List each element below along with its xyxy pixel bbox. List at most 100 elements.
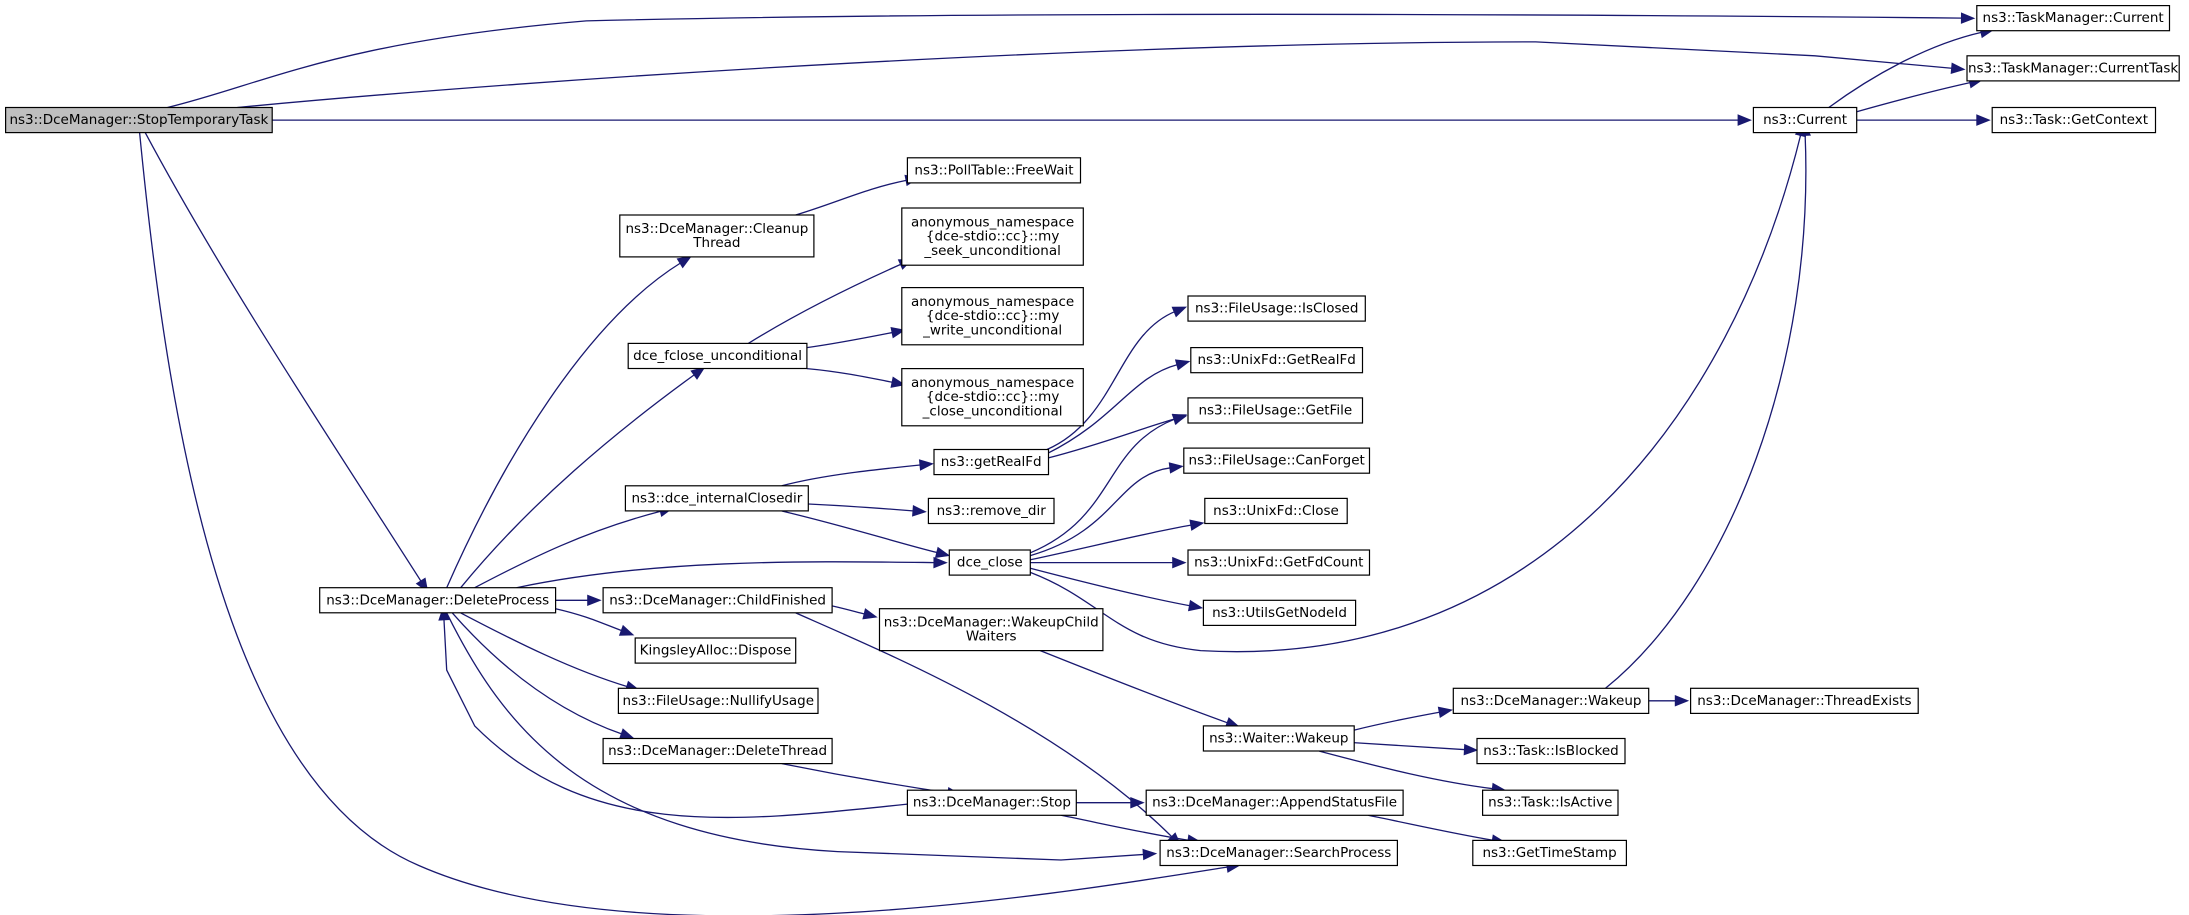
edge-line <box>1856 81 1972 113</box>
arrowhead-icon <box>1172 556 1187 569</box>
edge-line <box>1030 418 1176 554</box>
node-current[interactable]: ns3::Current <box>1752 106 1858 134</box>
node-box <box>1145 789 1404 816</box>
node-label: ns3::DceManager::Wakeup <box>1461 693 1642 709</box>
node-box <box>602 737 833 765</box>
edge-layer <box>138 12 1995 915</box>
edge-fcloseuncond-to-writeuncond <box>806 326 906 349</box>
node-childfinished[interactable]: ns3::DceManager::ChildFinished <box>602 587 833 614</box>
arrowhead-icon <box>1130 796 1145 809</box>
node-tmcurrent[interactable]: ns3::TaskManager::Current <box>1976 4 2171 32</box>
node-threadexists[interactable]: ns3::DceManager::ThreadExists <box>1689 687 1919 714</box>
node-fcloseuncond[interactable]: dce_fclose_unconditional <box>627 342 808 370</box>
node-dcewakeup[interactable]: ns3::DceManager::Wakeup <box>1452 687 1650 714</box>
node-isblocked[interactable]: ns3::Task::IsBlocked <box>1476 737 1626 765</box>
node-freewait[interactable]: ns3::PollTable::FreeWait <box>906 157 1082 184</box>
node-label: ns3::FileUsage::IsClosed <box>1195 301 1358 317</box>
node-deletethread[interactable]: ns3::DceManager::DeleteThread <box>602 737 833 765</box>
node-utilsgetnodeid[interactable]: ns3::UtilsGetNodeId <box>1202 599 1357 626</box>
edge-line <box>808 503 915 512</box>
node-label: Waiters <box>966 629 1017 645</box>
edge-stoptemp-to-deleteprocess <box>144 132 429 593</box>
node-getfdcount[interactable]: ns3::UnixFd::GetFdCount <box>1187 549 1371 576</box>
edge-line <box>1030 524 1193 561</box>
edge-line <box>555 608 623 632</box>
edge-line <box>1030 467 1172 557</box>
node-unixclose[interactable]: ns3::UnixFd::Close <box>1204 497 1348 525</box>
node-kingsley[interactable]: KingsleyAlloc::Dispose <box>634 637 797 664</box>
edge-internalclosedir-to-dceclose <box>781 510 951 558</box>
node-removedir[interactable]: ns3::remove_dir <box>927 497 1055 525</box>
node-label: _close_unconditional <box>922 403 1063 419</box>
node-isclosed[interactable]: ns3::FileUsage::IsClosed <box>1187 295 1366 322</box>
node-isactive[interactable]: ns3::Task::IsActive <box>1481 789 1619 816</box>
node-label: ns3::DceManager::ChildFinished <box>609 592 826 608</box>
node-box <box>1689 687 1919 714</box>
node-getcontext[interactable]: ns3::Task::GetContext <box>1991 106 2157 134</box>
edge-line <box>167 13 1963 109</box>
node-deleteprocess[interactable]: ns3::DceManager::DeleteProcess <box>319 587 557 614</box>
arrowhead-icon <box>1437 706 1454 719</box>
edge-stop-to-appendstatus <box>1076 796 1145 809</box>
edge-dceclose-to-getfdcount <box>1030 556 1187 569</box>
edge-line <box>138 132 1229 915</box>
node-label: ns3::UnixFd::GetRealFd <box>1198 352 1356 368</box>
node-label: ns3::getRealFd <box>941 454 1042 470</box>
edge-line <box>1030 133 1802 653</box>
node-box <box>1183 447 1371 474</box>
node-waiterwakeup[interactable]: ns3::Waiter::Wakeup <box>1202 725 1355 752</box>
edge-line <box>781 464 922 487</box>
node-box <box>619 214 815 258</box>
arrowhead-icon <box>862 608 878 620</box>
node-label: dce_fclose_unconditional <box>633 348 802 364</box>
node-closeuncond[interactable]: anonymous_namespace{dce-stdio::cc}::my_c… <box>901 368 1084 427</box>
node-dceclose[interactable]: dce_close <box>948 549 1031 576</box>
node-gettimestamp[interactable]: ns3::GetTimeStamp <box>1472 839 1628 867</box>
node-appendstatus[interactable]: ns3::DceManager::AppendStatusFile <box>1145 789 1404 816</box>
node-box <box>1976 4 2171 32</box>
node-label: ns3::Waiter::Wakeup <box>1209 731 1348 747</box>
edge-dceclose-to-utilsgetnodeid <box>1030 567 1204 612</box>
node-searchprocess[interactable]: ns3::DceManager::SearchProcess <box>1159 839 1398 867</box>
node-stoptemp[interactable]: ns3::DceManager::StopTemporaryTask <box>4 106 273 134</box>
node-unixgetrealfd[interactable]: ns3::UnixFd::GetRealFd <box>1190 347 1364 374</box>
arrowhead-icon <box>1171 414 1188 425</box>
edge-fcloseuncond-to-closeuncond <box>806 367 906 388</box>
edge-line <box>516 561 936 589</box>
arrowhead-icon <box>934 546 951 558</box>
node-getrealfd[interactable]: ns3::getRealFd <box>933 448 1050 476</box>
node-box <box>1187 295 1366 322</box>
edge-cleanupthread-to-freewait <box>795 174 920 216</box>
node-label: ns3::PollTable::FreeWait <box>914 162 1073 178</box>
edge-line <box>747 263 903 344</box>
edge-getrealfd-to-unixgetrealfd <box>1046 359 1191 455</box>
node-box <box>1204 497 1348 525</box>
edge-line <box>795 179 908 216</box>
node-box <box>617 687 819 714</box>
node-writeuncond[interactable]: anonymous_namespace{dce-stdio::cc}::my_w… <box>901 287 1084 346</box>
edge-deleteprocess-to-searchprocess <box>446 612 1158 861</box>
node-label: _write_unconditional <box>922 322 1062 338</box>
node-getfile[interactable]: ns3::FileUsage::GetFile <box>1187 397 1364 424</box>
node-box <box>319 587 557 614</box>
edge-line <box>451 612 623 735</box>
node-seekuncond[interactable]: anonymous_namespace{dce-stdio::cc}::my_s… <box>901 207 1084 266</box>
node-nullifyusage[interactable]: ns3::FileUsage::NullifyUsage <box>617 687 819 714</box>
node-internalclosedir[interactable]: ns3::dce_internalClosedir <box>624 485 809 512</box>
node-box <box>1752 106 1858 134</box>
node-label: ns3::DceManager::Stop <box>913 795 1071 811</box>
node-label: ns3::DceManager::Cleanup <box>625 221 808 237</box>
edge-line <box>1319 750 1494 790</box>
node-stop[interactable]: ns3::DceManager::Stop <box>906 789 1077 816</box>
node-tmcurrenttask[interactable]: ns3::TaskManager::CurrentTask <box>1966 55 2180 82</box>
node-box <box>1476 737 1626 765</box>
edge-deleteprocess-to-deletethread <box>451 612 635 740</box>
node-canforget[interactable]: ns3::FileUsage::CanForget <box>1183 447 1371 474</box>
node-box <box>906 789 1077 816</box>
node-box <box>906 157 1082 184</box>
node-label: ns3::GetTimeStamp <box>1482 845 1616 861</box>
node-label: ns3::Task::IsBlocked <box>1483 743 1618 759</box>
edge-line <box>1060 814 1190 842</box>
